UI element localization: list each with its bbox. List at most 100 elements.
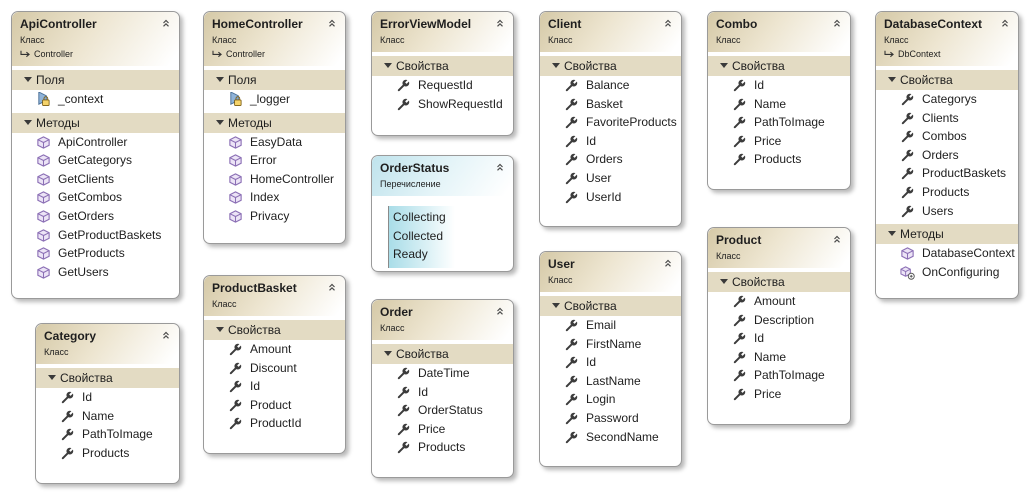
section-header-properties[interactable]: Свойства — [372, 56, 513, 76]
member-row[interactable]: Products — [876, 183, 1018, 202]
section-header-methods[interactable]: Методы — [12, 112, 179, 133]
member-row[interactable]: Id — [540, 132, 681, 151]
section-header-properties[interactable]: Свойства — [372, 344, 513, 364]
member-row[interactable]: Name — [708, 95, 850, 114]
member-row[interactable]: Orders — [540, 150, 681, 169]
member-row[interactable]: PathToImage — [708, 113, 850, 132]
expand-triangle-icon[interactable] — [216, 327, 224, 332]
double-chevron-up-icon[interactable] — [161, 18, 171, 28]
member-row[interactable]: ApiController — [12, 133, 179, 152]
expand-triangle-icon[interactable] — [888, 231, 896, 237]
member-row[interactable]: Orders — [876, 146, 1018, 165]
member-row[interactable]: EasyData — [204, 133, 345, 152]
member-row[interactable]: Name — [36, 407, 179, 426]
member-row[interactable]: RequestId — [372, 76, 513, 95]
member-row[interactable]: Description — [708, 311, 850, 330]
expand-triangle-icon[interactable] — [720, 279, 728, 284]
member-row[interactable]: GetProductBaskets — [12, 226, 179, 245]
member-row[interactable]: DatabaseContext — [876, 244, 1018, 263]
member-row[interactable]: Id — [540, 353, 681, 372]
member-row[interactable]: Categorys — [876, 90, 1018, 109]
member-row[interactable]: Products — [708, 150, 850, 169]
member-row[interactable]: Email — [540, 316, 681, 335]
member-row[interactable]: HomeController — [204, 170, 345, 189]
double-chevron-up-icon[interactable] — [663, 258, 673, 268]
section-header-properties[interactable]: Свойства — [540, 56, 681, 76]
member-row[interactable]: Login — [540, 390, 681, 409]
section-header-properties[interactable]: Свойства — [708, 56, 850, 76]
expand-triangle-icon[interactable] — [48, 375, 56, 380]
expand-triangle-icon[interactable] — [552, 63, 560, 68]
double-chevron-up-icon[interactable] — [832, 234, 842, 244]
member-row[interactable]: Id — [708, 329, 850, 348]
expand-triangle-icon[interactable] — [720, 63, 728, 68]
section-header-properties[interactable]: Свойства — [540, 296, 681, 316]
member-row[interactable]: Price — [708, 132, 850, 151]
member-row[interactable]: Price — [372, 420, 513, 439]
member-row[interactable]: FavoriteProducts — [540, 113, 681, 132]
member-row[interactable]: FirstName — [540, 335, 681, 354]
member-row[interactable]: GetCategorys — [12, 151, 179, 170]
double-chevron-up-icon[interactable] — [327, 18, 337, 28]
double-chevron-up-icon[interactable] — [495, 162, 505, 172]
member-row[interactable]: Id — [36, 388, 179, 407]
section-header-fields[interactable]: Поля — [12, 70, 179, 90]
member-row[interactable]: OnConfiguring — [876, 263, 1018, 282]
member-row[interactable]: PathToImage — [36, 425, 179, 444]
member-row[interactable]: Combos — [876, 127, 1018, 146]
expand-triangle-icon[interactable] — [216, 119, 224, 125]
expand-triangle-icon[interactable] — [216, 77, 224, 82]
member-row[interactable]: ProductId — [204, 414, 345, 433]
expand-triangle-icon[interactable] — [24, 77, 32, 82]
member-row[interactable]: Id — [708, 76, 850, 95]
member-row[interactable]: Id — [372, 383, 513, 402]
member-row[interactable]: OrderStatus — [372, 401, 513, 420]
member-row[interactable]: DateTime — [372, 364, 513, 383]
member-row[interactable]: Balance — [540, 76, 681, 95]
expand-triangle-icon[interactable] — [384, 63, 392, 68]
section-header-properties[interactable]: Свойства — [36, 368, 179, 388]
member-row[interactable]: Privacy — [204, 207, 345, 226]
member-row[interactable]: Price — [708, 385, 850, 404]
member-row[interactable]: SecondName — [540, 428, 681, 447]
section-header-methods[interactable]: Методы — [204, 112, 345, 133]
member-row[interactable]: PathToImage — [708, 366, 850, 385]
member-row[interactable]: GetOrders — [12, 207, 179, 226]
member-row[interactable]: Products — [372, 438, 513, 457]
double-chevron-up-icon[interactable] — [832, 18, 842, 28]
member-row[interactable]: Amount — [708, 292, 850, 311]
member-row[interactable]: Basket — [540, 95, 681, 114]
member-row[interactable]: Error — [204, 151, 345, 170]
member-row[interactable]: Product — [204, 396, 345, 415]
double-chevron-up-icon[interactable] — [327, 282, 337, 292]
member-row[interactable]: Name — [708, 348, 850, 367]
member-row[interactable]: ProductBaskets — [876, 164, 1018, 183]
member-row[interactable]: GetCombos — [12, 188, 179, 207]
section-header-methods[interactable]: Методы — [876, 224, 1018, 245]
section-header-properties[interactable]: Свойства — [876, 70, 1018, 90]
member-row[interactable]: LastName — [540, 372, 681, 391]
section-header-properties[interactable]: Свойства — [204, 320, 345, 340]
expand-triangle-icon[interactable] — [552, 303, 560, 308]
member-row[interactable]: GetProducts — [12, 244, 179, 263]
expand-triangle-icon[interactable] — [24, 119, 32, 125]
double-chevron-up-icon[interactable] — [1000, 18, 1010, 28]
member-row[interactable]: GetClients — [12, 170, 179, 189]
expand-triangle-icon[interactable] — [888, 77, 896, 82]
member-row[interactable]: Clients — [876, 109, 1018, 128]
member-row[interactable]: Password — [540, 409, 681, 428]
member-row[interactable]: GetUsers — [12, 263, 179, 282]
member-row[interactable]: ShowRequestId — [372, 95, 513, 114]
member-row[interactable]: Products — [36, 444, 179, 463]
member-row[interactable]: Discount — [204, 359, 345, 378]
member-row[interactable]: UserId — [540, 188, 681, 207]
